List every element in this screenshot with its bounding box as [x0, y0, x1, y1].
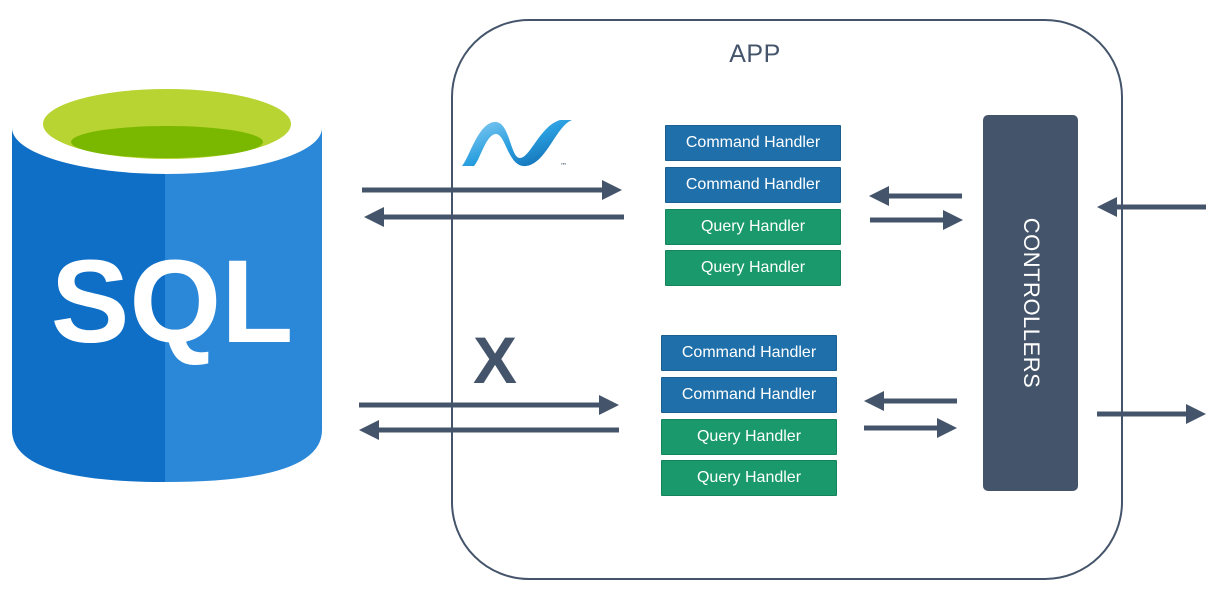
lower-command-handler-1: Command Handler	[661, 335, 837, 371]
app-container	[451, 19, 1123, 580]
upper-command-handler-1: Command Handler	[665, 125, 841, 161]
blocked-x-mark: X	[472, 323, 518, 397]
upper-query-handler-2: Query Handler	[665, 250, 841, 286]
dotnet-logo-icon: ™	[462, 120, 572, 170]
lower-command-handler-2: Command Handler	[661, 377, 837, 413]
lower-query-handler-2: Query Handler	[661, 460, 837, 496]
upper-query-handler-1: Query Handler	[665, 209, 841, 245]
app-title: APP	[729, 40, 781, 68]
upper-command-handler-2: Command Handler	[665, 167, 841, 203]
lower-query-handler-1: Query Handler	[661, 419, 837, 455]
svg-text:™: ™	[560, 162, 567, 170]
controllers-block: CONTROLLERS	[983, 115, 1078, 491]
sql-database-icon: SQL	[12, 82, 322, 482]
sql-label: SQL	[51, 236, 294, 368]
